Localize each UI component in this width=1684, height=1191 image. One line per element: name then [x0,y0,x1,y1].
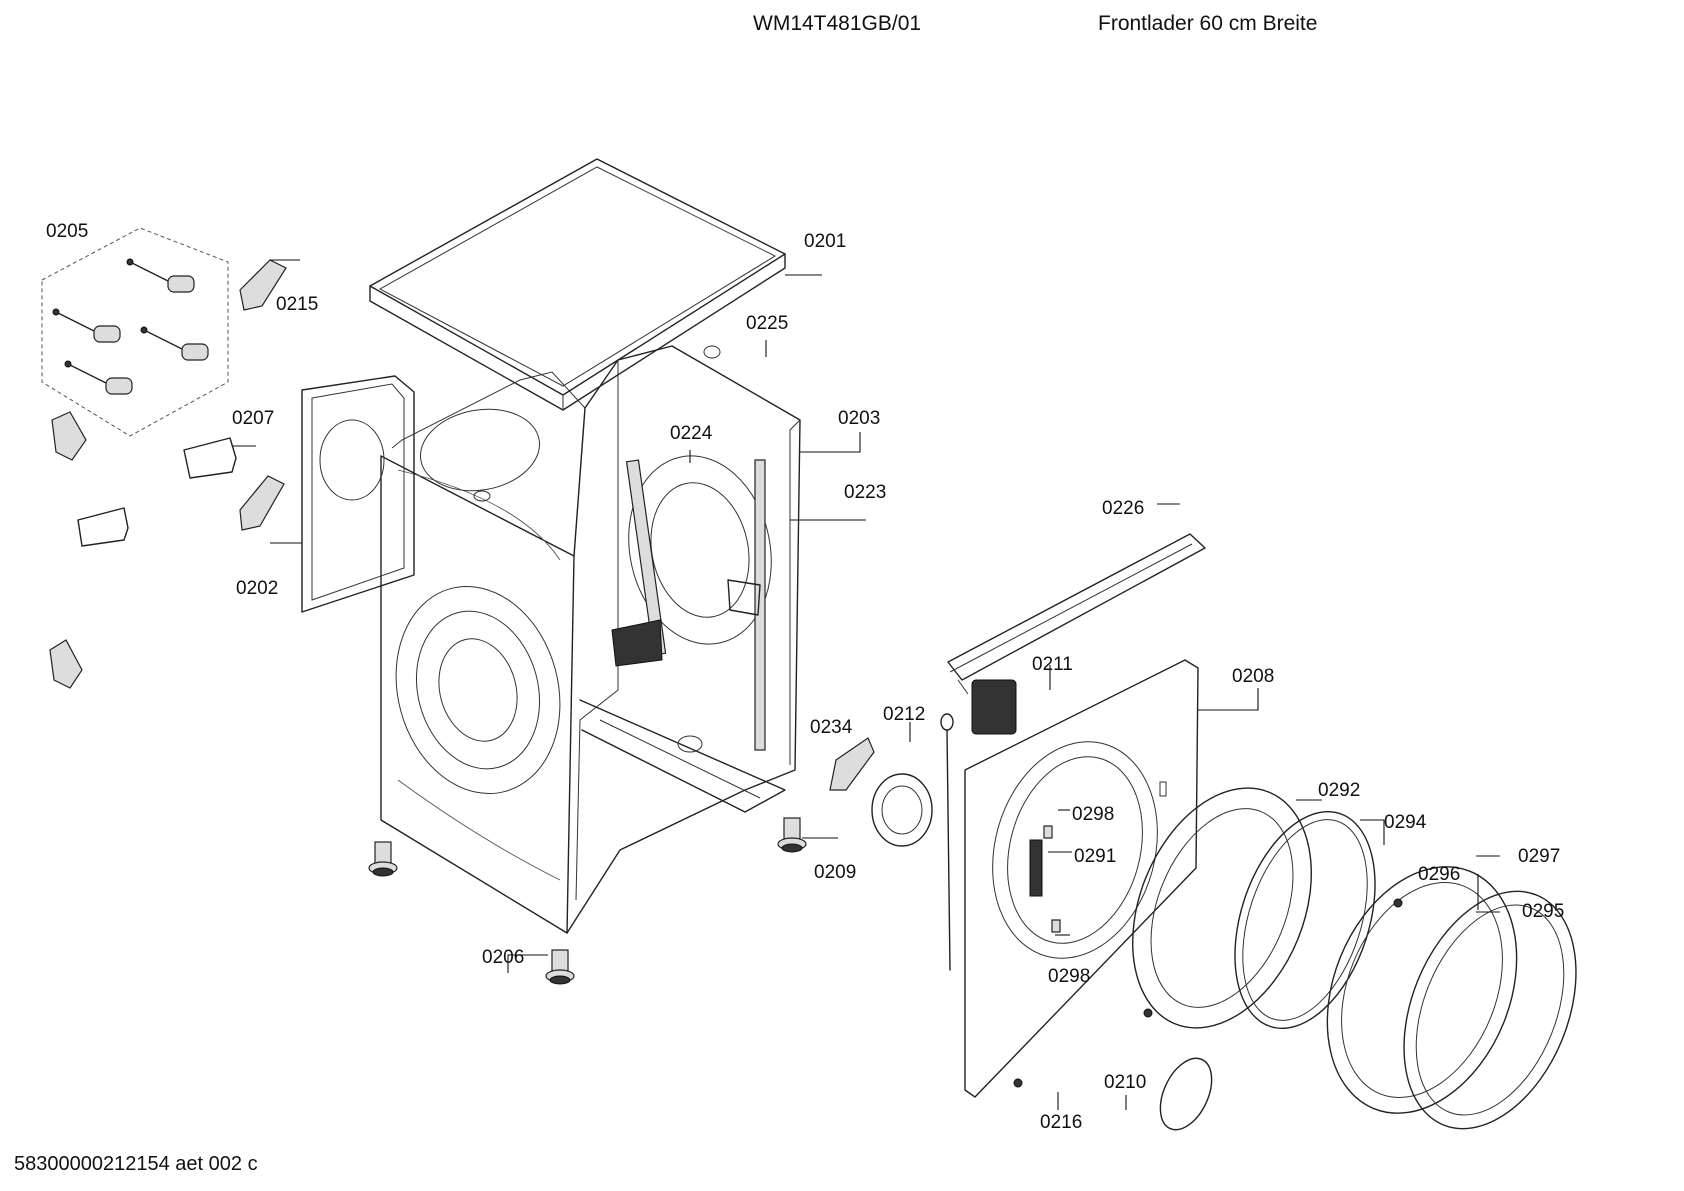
door-glass-part [1234,810,1376,1030]
part-label-0297: 0297 [1518,846,1560,867]
part-label-0292: 0292 [1318,780,1360,801]
document-code: 58300000212154 aet 002 c [14,1153,258,1175]
part-label-0211: 0211 [1032,654,1073,675]
part-label-0206: 0206 [482,947,524,968]
part-label-0224: 0224 [670,423,713,444]
part-label-0210: 0210 [1104,1072,1146,1093]
part-label-0212: 0212 [883,704,925,725]
front-panel-part [964,659,1199,1098]
part-label-0208: 0208 [1232,666,1274,687]
part-label-0201: 0201 [804,231,846,252]
part-label-0209: 0209 [814,862,856,883]
part-label-0298-lower: 0298 [1048,966,1090,987]
part-label-0295: 0295 [1522,901,1564,922]
part-label-0203: 0203 [838,408,880,429]
part-label-0223: 0223 [844,482,886,503]
service-flap-part [1159,1057,1213,1131]
feet-kit-parts [52,258,209,395]
part-label-0294: 0294 [1384,812,1427,833]
part-label-0234: 0234 [810,717,853,738]
screw-part [1013,825,1403,1088]
door-ring-part [1132,787,1312,1029]
part-label-0216: 0216 [1040,1112,1082,1133]
housing-cabinet-part [380,345,801,934]
outer-ring-part [1326,866,1518,1114]
bracket-part [829,737,875,791]
foot-part [368,817,807,985]
part-label-0296: 0296 [1418,864,1460,885]
feet-kit-outline [41,227,229,437]
part-label-0215: 0215 [276,294,318,315]
top-cover-part [369,158,786,411]
pump-ring-part [871,773,933,847]
part-label-0225: 0225 [746,313,788,334]
front-ring-part [1403,890,1577,1130]
part-label-0291: 0291 [1074,846,1116,867]
part-label-0226: 0226 [1102,498,1144,519]
leader-lines [232,259,1500,1110]
rear-frame-part [301,375,415,613]
part-label-0205: 0205 [46,221,88,242]
model-number: WM14T481GB/01 [753,12,922,35]
part-label-0207: 0207 [232,408,274,429]
part-label-0298-upper: 0298 [1072,804,1114,825]
part-label-0202: 0202 [236,578,278,599]
cable-tie-part [940,713,954,971]
cross-member-part [947,533,1206,695]
transport-bracket-parts [49,259,287,689]
control-module-part [971,679,1017,735]
diagram-subtitle: Frontlader 60 cm Breite [1098,12,1318,35]
